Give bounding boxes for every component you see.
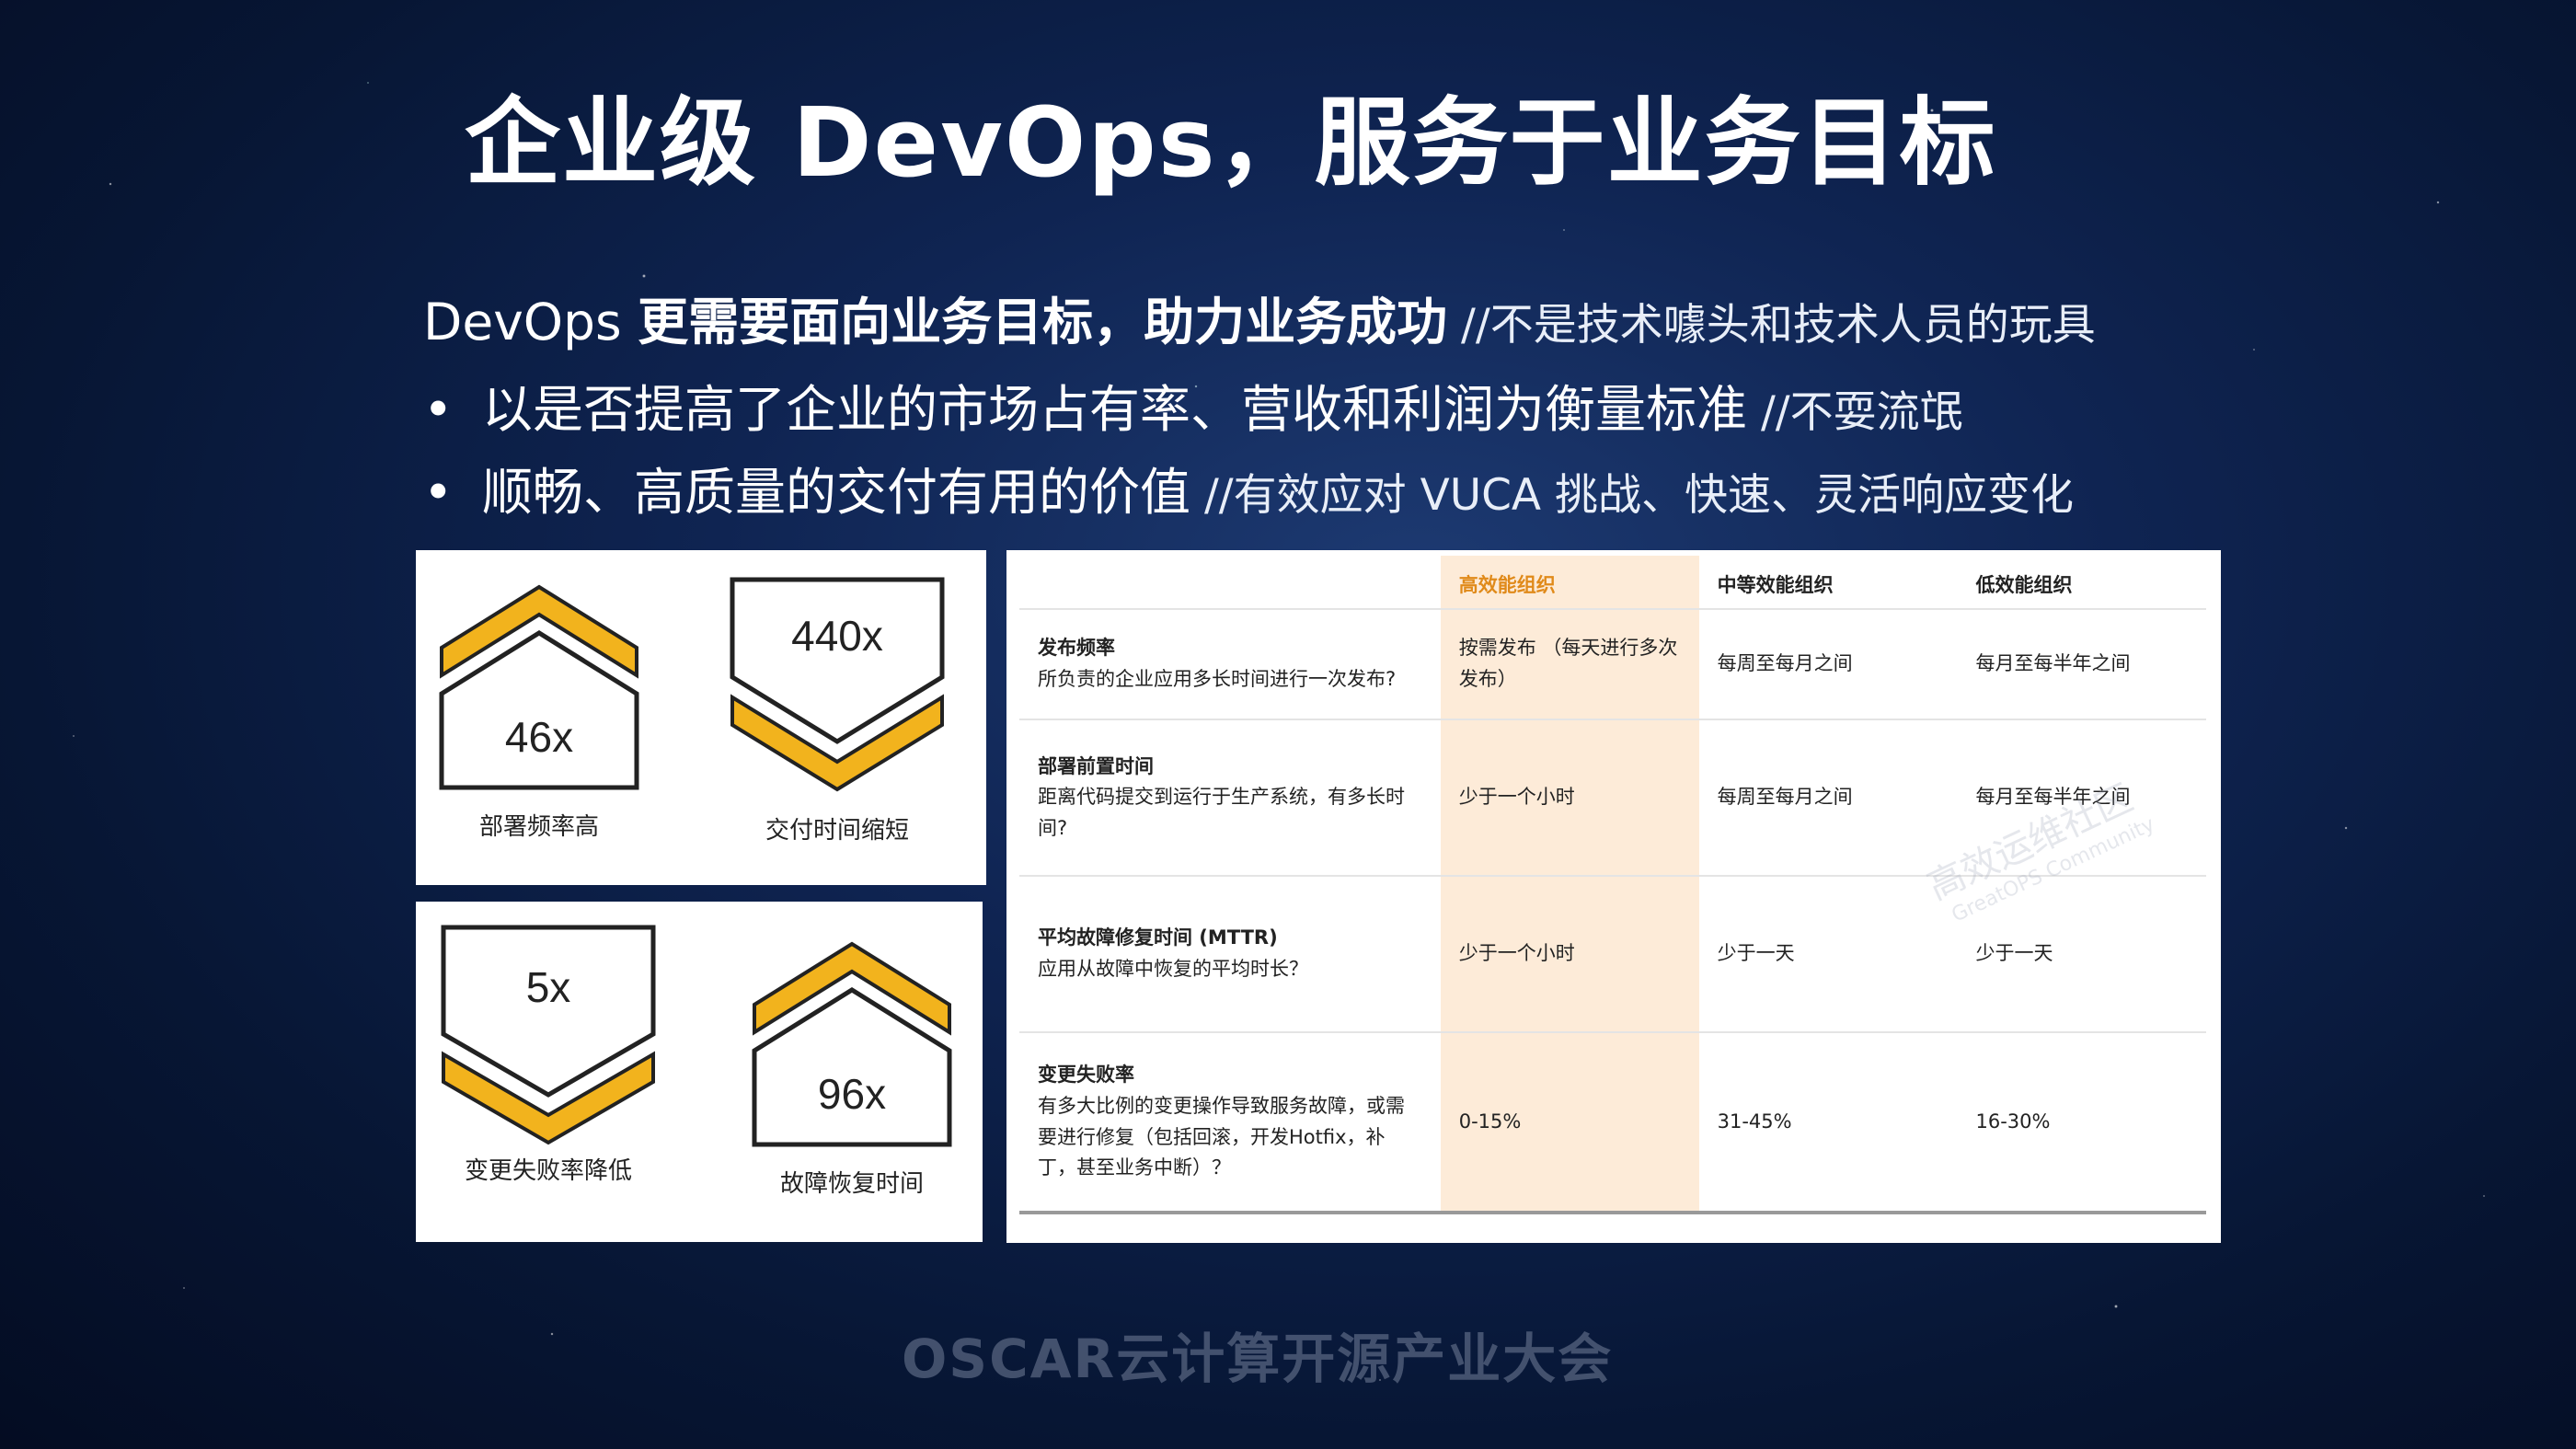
badge-recovery-time: 96x 故障恢复时间 — [751, 940, 953, 1207]
metric-desc: 应用从故障中恢复的平均时长？ — [1038, 958, 1308, 980]
badge-lead-time: 440x 交付时间缩短 — [729, 576, 946, 845]
cell-low: 每月至每半年之间 — [1957, 608, 2206, 719]
chevron-up-house-icon — [439, 584, 639, 790]
metric-label: 平均故障修复时间 (MTTR) 应用从故障中恢复的平均时长？ — [1019, 875, 1441, 1032]
metric-label: 变更失败率 有多大比例的变更操作导致服务故障，或需要进行修复（包括回滚，开发Ho… — [1019, 1031, 1441, 1214]
metric-name: 变更失败率 — [1038, 1064, 1134, 1087]
table-row: 变更失败率 有多大比例的变更操作导致服务故障，或需要进行修复（包括回滚，开发Ho… — [1019, 1031, 2206, 1214]
cell-mid: 每周至每月之间 — [1698, 719, 1958, 876]
metric-desc: 距离代码提交到运行于生产系统，有多长时间? — [1038, 786, 1405, 839]
intro-lead: DevOps — [423, 293, 638, 351]
table-row: 平均故障修复时间 (MTTR) 应用从故障中恢复的平均时长？ 少于一个小时 少于… — [1019, 875, 2206, 1032]
badge-caption: 交付时间缩短 — [765, 817, 909, 845]
bullet-item: • 以是否提高了企业的市场占有率、营收和利润为衡量标准 //不耍流氓 — [423, 368, 1963, 442]
bullet-text: 顺畅、高质量的交付有用的价值 — [482, 463, 1191, 522]
metric-name: 部署前置时间 — [1038, 754, 1154, 777]
badge-caption: 变更失败率降低 — [464, 1157, 632, 1185]
badge-value: 5x — [525, 963, 571, 1011]
intro-bold: 更需要面向业务目标，助力业务成功 — [638, 293, 1448, 351]
table-header-mid: 中等效能组织 — [1717, 573, 1834, 596]
cell-mid: 少于一天 — [1698, 875, 1958, 1032]
chevron-down-shield-icon — [730, 577, 945, 792]
chevron-down-shield-icon — [441, 925, 656, 1145]
metric-label: 发布频率 所负责的企业应用多长时间进行一次发布? — [1019, 608, 1441, 719]
metric-label: 部署前置时间 距离代码提交到运行于生产系统，有多长时间? — [1019, 719, 1441, 876]
cell-low: 每月至每半年之间 — [1957, 719, 2206, 876]
cell-high: 0-15% — [1440, 1031, 1699, 1214]
conference-footer: OSCAR云计算开源产业大会 — [902, 1328, 1614, 1390]
bullet-comment: //不耍流氓 — [1747, 387, 1963, 438]
badge-value: 440x — [791, 612, 883, 660]
cell-mid: 每周至每月之间 — [1698, 608, 1958, 719]
badge-change-failure: 5x 变更失败率降低 — [440, 924, 657, 1200]
intro-line: DevOps 更需要面向业务目标，助力业务成功 //不是技术噱头和技术人员的玩具 — [423, 281, 2096, 354]
performance-table: 高效能组织 中等效能组织 低效能组织 发布频率 所负责的企业应用多长时间进行一次… — [1019, 556, 2206, 1214]
cell-high: 少于一个小时 — [1440, 719, 1699, 876]
badge-deploy-frequency: 46x 部署频率高 — [438, 583, 640, 841]
badge-caption: 部署频率高 — [478, 813, 599, 841]
badge-panel-top: 46x 部署频率高 440x 交付时间缩短 — [416, 550, 986, 885]
table-header-low: 低效能组织 — [1975, 573, 2073, 596]
cell-low: 少于一天 — [1957, 875, 2206, 1032]
badge-value: 96x — [817, 1070, 887, 1118]
intro-comment: //不是技术噱头和技术人员的玩具 — [1447, 300, 2096, 351]
metric-desc: 所负责的企业应用多长时间进行一次发布? — [1038, 668, 1397, 690]
bullet-item: • 顺畅、高质量的交付有用的价值 //有效应对 VUCA 挑战、快速、灵活响应变化 — [423, 451, 2074, 524]
cell-high: 少于一个小时 — [1440, 875, 1699, 1032]
table-header-high: 高效能组织 — [1440, 556, 1699, 609]
metric-name: 发布频率 — [1038, 637, 1115, 660]
badge-panel-bottom: 5x 变更失败率降低 96x 故障恢复时间 — [416, 902, 983, 1242]
table-header — [1019, 556, 1441, 609]
table-header-row: 高效能组织 中等效能组织 低效能组织 — [1019, 556, 2206, 609]
cell-high: 按需发布 （每天进行多次发布） — [1440, 608, 1699, 719]
cell-mid: 31-45% — [1698, 1031, 1958, 1214]
metric-name: 平均故障修复时间 (MTTR) — [1038, 926, 1278, 949]
performance-table-panel: 高效能组织 中等效能组织 低效能组织 发布频率 所负责的企业应用多长时间进行一次… — [1006, 550, 2221, 1243]
badge-value: 46x — [504, 713, 574, 761]
bullet-comment: //有效应对 VUCA 挑战、快速、灵活响应变化 — [1190, 470, 2075, 521]
badge-caption: 故障恢复时间 — [779, 1170, 924, 1198]
chevron-up-house-icon — [752, 941, 952, 1147]
slide-title: 企业级 DevOps，服务于业务目标 — [465, 86, 1997, 199]
table-row: 部署前置时间 距离代码提交到运行于生产系统，有多长时间? 少于一个小时 每周至每… — [1019, 719, 2206, 876]
cell-low: 16-30% — [1957, 1031, 2206, 1214]
table-row: 发布频率 所负责的企业应用多长时间进行一次发布? 按需发布 （每天进行多次发布）… — [1019, 608, 2206, 719]
bullet-marker: • — [423, 380, 454, 439]
metric-desc: 有多大比例的变更操作导致服务故障，或需要进行修复（包括回滚，开发Hotfix，补… — [1038, 1094, 1405, 1179]
bullet-text: 以是否提高了企业的市场占有率、营收和利润为衡量标准 — [482, 380, 1748, 439]
bullet-marker: • — [423, 463, 454, 522]
